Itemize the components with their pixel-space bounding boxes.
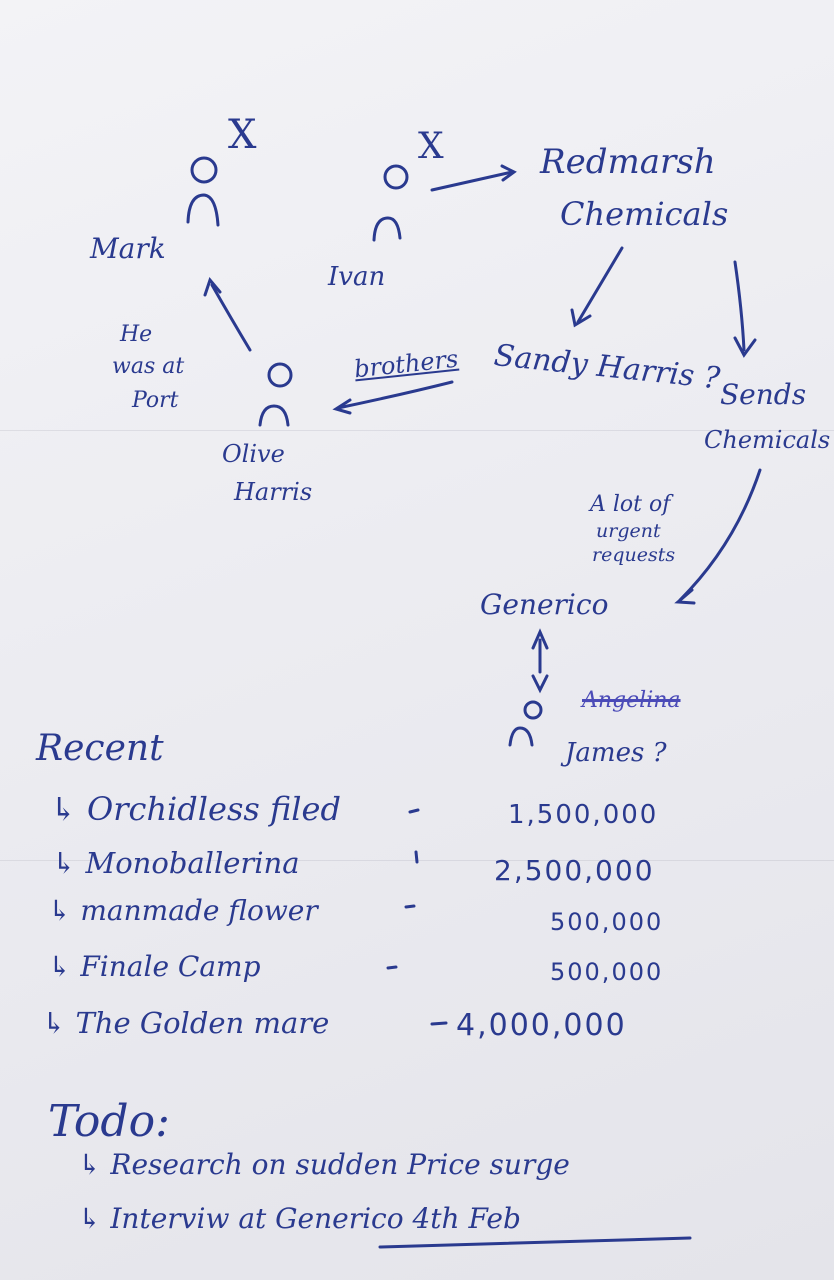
james-head-icon: [523, 700, 543, 720]
olive-first-name: Olive: [222, 440, 285, 468]
olive-body-icon: [258, 404, 290, 427]
sends-line-2: Chemicals: [704, 426, 831, 454]
port-note-line-3: Port: [132, 388, 179, 413]
company-line-1: Redmarsh: [540, 142, 716, 182]
mark-body-icon: [186, 193, 220, 227]
sends-to-generico-arrow: [678, 468, 762, 602]
ivan-to-redmarsh-arrow: [430, 170, 514, 192]
recent-item-1: ↳ Orchidless filed: [50, 790, 341, 828]
mark-label: Mark: [90, 232, 166, 265]
todo-heading: Todo:: [48, 1096, 170, 1147]
port-note-line-2: was at: [112, 354, 185, 379]
olive-last-name: Harris: [234, 478, 313, 506]
port-note-line-1: He: [120, 322, 153, 347]
generico-label: Generico: [480, 588, 609, 621]
recent-item-4: ↳ Finale Camp: [48, 950, 261, 983]
urgent-line-2: urgent: [596, 520, 661, 542]
ivan-head-icon: [383, 164, 409, 190]
recent-heading: Recent: [36, 728, 164, 769]
recent-item-4-value: 500,000: [550, 958, 664, 986]
redmarsh-to-sandy-arrow: [576, 246, 624, 324]
todo-item-2-text: Interviw at Generico 4th Feb: [110, 1202, 521, 1235]
recent-item-3: ↳ manmade flower: [48, 894, 318, 927]
company-line-2: Chemicals: [560, 195, 729, 233]
todo-item-1-text: Research on sudden Price surge: [110, 1148, 570, 1181]
sends-line-1: Sends: [720, 378, 807, 411]
recent-item-3-title: manmade flower: [80, 894, 318, 927]
urgent-line-3: requests: [592, 544, 676, 566]
recent-item-5-value: 4,000,000: [456, 1008, 627, 1043]
recent-item-1-title: Orchidless filed: [86, 790, 341, 828]
olive-to-mark-arrow: [210, 283, 252, 352]
mark-x-mark: X: [228, 112, 257, 158]
ivan-body-icon: [372, 216, 402, 242]
ivan-label: Ivan: [328, 262, 386, 292]
recent-item-2-title: Monoballerina: [85, 846, 300, 880]
brothers-arrow: [336, 380, 454, 410]
urgent-line-1: A lot of: [590, 492, 671, 517]
recent-item-4-title: Finale Camp: [80, 950, 261, 983]
redmarsh-to-sends-arrow: [733, 260, 746, 352]
james-body-icon: [508, 726, 534, 747]
ivan-x-mark: X: [418, 126, 444, 167]
recent-item-1-value: 1,500,000: [508, 800, 659, 830]
recent-item-2: ↳ Monoballerina: [52, 846, 300, 880]
recent-item-3-value: 500,000: [550, 908, 664, 936]
olive-head-icon: [267, 362, 293, 388]
james-label: James ?: [565, 738, 667, 768]
recent-item-5-title: The Golden mare: [75, 1006, 330, 1040]
recent-item-5: ↳ The Golden mare: [42, 1006, 330, 1040]
todo-item-2: ↳ Interviw at Generico 4th Feb: [78, 1202, 521, 1235]
mark-head-icon: [190, 156, 218, 184]
todo-item-1: ↳ Research on sudden Price surge: [78, 1148, 570, 1181]
paper-fold: [0, 430, 834, 431]
recent-item-2-value: 2,500,000: [494, 854, 655, 887]
crossed-out-name: Angelina: [582, 688, 681, 713]
todo-underline: [378, 1236, 692, 1249]
